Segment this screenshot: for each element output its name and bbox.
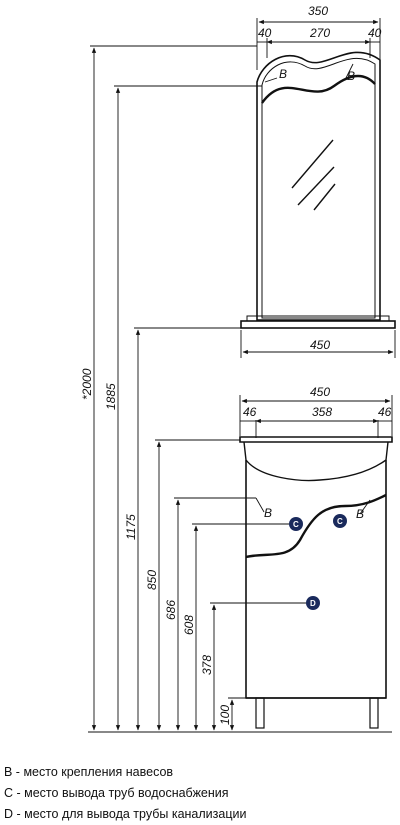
mirror-glare-1	[291, 139, 334, 189]
marker-b-cabinet-right: B	[356, 507, 364, 521]
dim-cabinet-width: 450	[310, 385, 330, 399]
basin-bowl	[243, 441, 389, 482]
shelf-width-dimension	[240, 330, 396, 358]
drain-outlet-d	[306, 596, 320, 610]
mirror-shelf	[240, 320, 396, 329]
dim-basin-height: 850	[145, 570, 159, 590]
mirror-mount-markers	[264, 63, 354, 83]
legend-item-b: B - место крепления навесов	[4, 765, 174, 779]
dim-mirror-right-margin: 40	[368, 26, 382, 40]
dim-leg-height: 100	[218, 705, 232, 725]
dim-mirror-total-width: 350	[308, 4, 328, 18]
dim-water-c-height: 608	[182, 615, 196, 635]
cabinet-leg-left	[255, 697, 265, 729]
badge-c-left-label: C	[293, 520, 299, 529]
badge-c-right-label: C	[337, 517, 343, 526]
height-dimension-lines	[88, 45, 392, 733]
legend-item-c: C - место вывода труб водоснабжения	[4, 786, 229, 800]
marker-b-mirror-left: B	[279, 67, 287, 81]
dim-mount-b-height: 686	[164, 600, 178, 620]
water-outlet-c-left	[289, 517, 303, 531]
mirror-width-dimensions	[256, 18, 381, 70]
cabinet-wave-line	[245, 493, 387, 559]
dim-total-height: *2000	[80, 368, 94, 400]
dim-shelf-height: 1175	[124, 514, 138, 540]
mirror	[240, 51, 396, 329]
mirror-glare-2	[297, 166, 335, 206]
marker-b-mirror-right: B	[347, 69, 355, 83]
mirror-frame	[256, 51, 381, 321]
dim-cabinet-left-offset: 46	[243, 405, 257, 419]
mirror-inner-frame	[261, 57, 376, 319]
cabinet-mount-markers	[255, 497, 371, 515]
dim-cabinet-inner-width: 358	[312, 405, 332, 419]
legend: B - место крепления навесов C - место вы…	[4, 762, 396, 825]
vanity-cabinet	[239, 436, 393, 729]
dim-drain-d-height: 378	[200, 655, 214, 675]
dim-mirror-inner-width: 270	[309, 26, 330, 40]
cabinet-body	[245, 460, 387, 699]
dim-shelf-width: 450	[310, 338, 330, 352]
water-outlet-c-right	[333, 514, 347, 528]
dim-cabinet-right-offset: 46	[378, 405, 392, 419]
dim-mirror-mount-height: 1885	[104, 383, 118, 410]
mirror-glare-3	[313, 183, 336, 211]
cabinet-leg-right	[369, 697, 379, 729]
badge-d-label: D	[310, 599, 316, 608]
legend-item-d: D - место для вывода трубы канализации	[4, 807, 247, 821]
basin-top	[239, 436, 393, 443]
mirror-wave-line	[261, 74, 376, 104]
cabinet-width-dimensions	[239, 395, 393, 438]
dim-mirror-left-margin: 40	[258, 26, 272, 40]
marker-b-cabinet-left: B	[264, 506, 272, 520]
mirror-shelf-base	[246, 315, 390, 322]
